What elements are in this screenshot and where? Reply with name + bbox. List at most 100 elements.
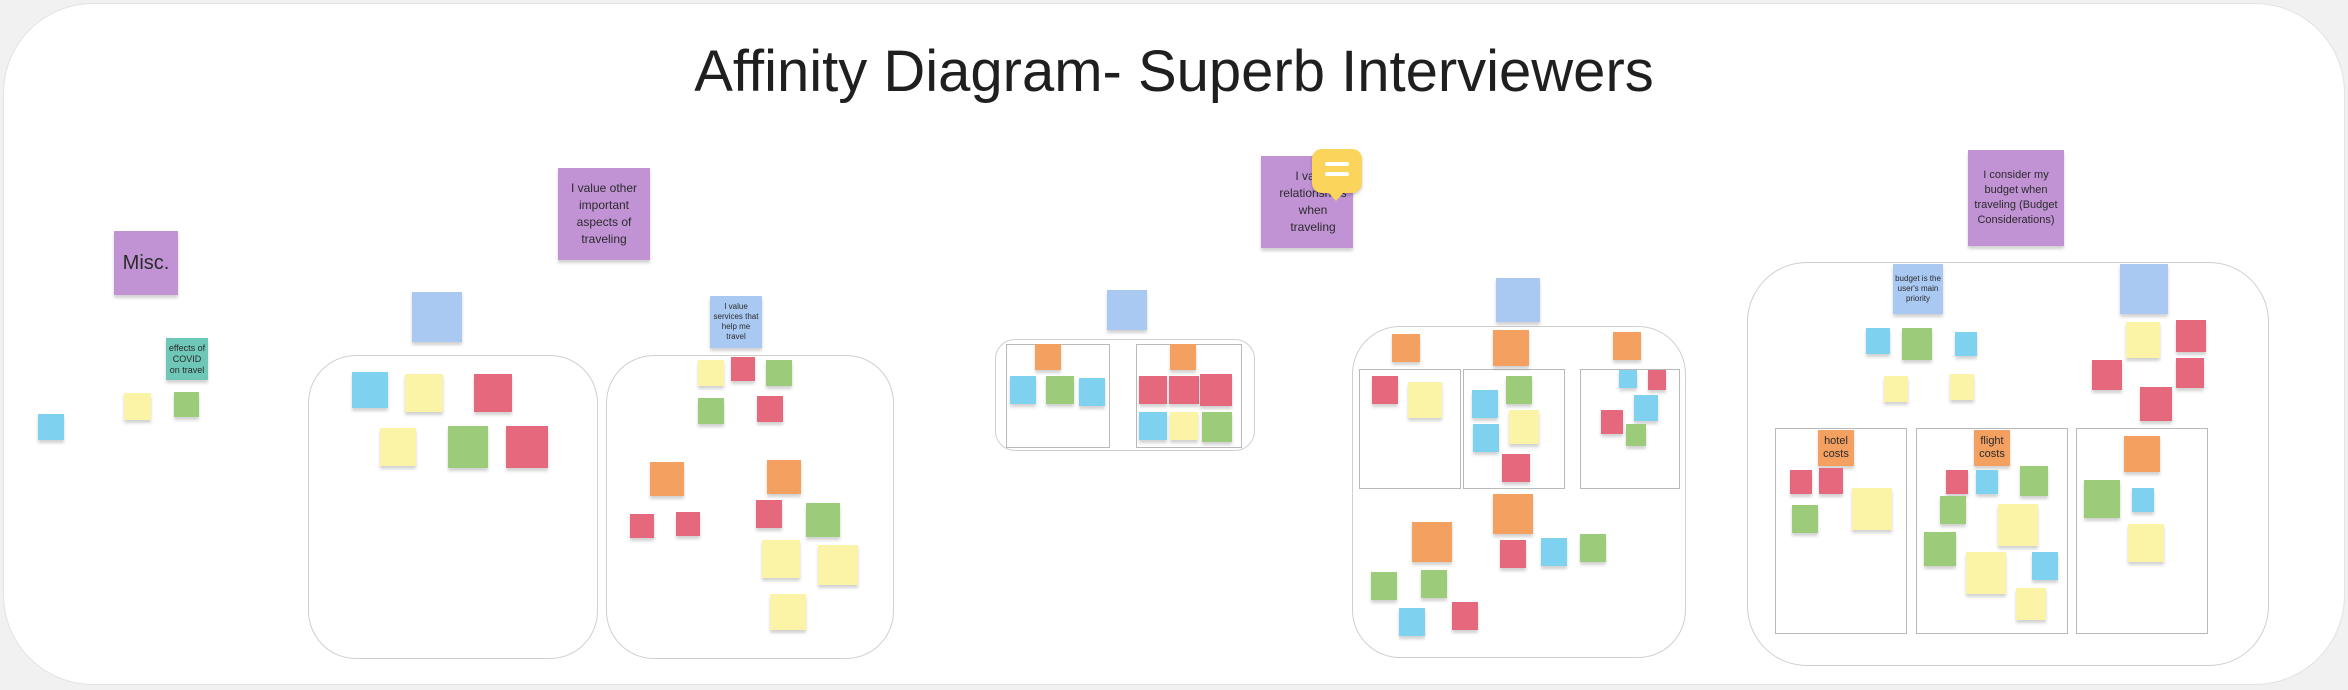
sticky-note[interactable] [1601,410,1623,434]
sticky-note[interactable] [1372,376,1398,404]
sticky-note[interactable] [174,392,199,417]
sticky-note[interactable] [1902,328,1932,360]
sticky-note[interactable] [1619,370,1637,388]
header-relationships-note[interactable]: I value relationships when traveling [1261,156,1353,248]
sticky-note[interactable] [1170,412,1198,440]
sticky-note[interactable] [630,514,654,538]
sticky-note[interactable] [1502,454,1530,482]
sticky-note[interactable] [770,594,806,630]
sticky-note[interactable] [1866,328,1890,354]
subgroup-note[interactable] [1613,332,1641,360]
sticky-note[interactable] [757,396,783,422]
sticky-note[interactable] [1976,470,1998,494]
subgroup-note[interactable] [1392,334,1420,362]
sticky-note[interactable] [1792,505,1818,533]
subgroup-note[interactable] [1170,344,1196,370]
sticky-note[interactable] [2140,387,2172,421]
sticky-note[interactable] [1509,410,1539,444]
sticky-note[interactable] [756,500,782,528]
sticky-note[interactable] [1819,468,1843,494]
sticky-note[interactable] [1626,424,1646,446]
sticky-note[interactable] [1955,332,1977,356]
sticky-note[interactable] [1580,534,1606,562]
sticky-note[interactable] [1202,412,1232,442]
sticky-note[interactable] [1046,376,1074,404]
sticky-note[interactable] [698,360,724,386]
group-budget-priority-note[interactable]: budget is the user's main priority [1893,264,1943,314]
sticky-note[interactable] [1169,376,1199,404]
subgroup-note[interactable] [650,462,684,496]
sticky-note[interactable] [2032,552,2058,580]
sticky-note[interactable] [1139,412,1167,440]
sticky-note[interactable] [766,360,792,386]
sticky-note[interactable] [1541,538,1567,566]
subgroup-note[interactable] [767,460,801,494]
sticky-note[interactable] [806,503,840,537]
sticky-note[interactable] [1950,374,1974,400]
sticky-note[interactable] [2176,320,2206,352]
sticky-note[interactable] [2126,322,2160,358]
sticky-note[interactable] [474,374,512,412]
sticky-note[interactable] [380,428,416,466]
sticky-note[interactable] [405,374,443,412]
sticky-note[interactable] [1506,376,1532,404]
sticky-note[interactable] [1852,488,1892,530]
sticky-note[interactable] [1966,552,2006,594]
sticky-note[interactable] [2128,524,2164,562]
sticky-note[interactable] [1452,602,1478,630]
sticky-note[interactable] [762,540,800,578]
sticky-note[interactable] [1946,470,1968,494]
sticky-note[interactable] [1884,376,1908,402]
sticky-note[interactable] [2020,466,2048,496]
sticky-note[interactable] [818,545,858,585]
group-flight-costs-note[interactable]: flight costs [1974,430,2010,466]
sticky-note[interactable] [1010,376,1036,404]
sticky-note[interactable] [2016,588,2046,620]
sticky-note[interactable] [124,393,151,420]
sticky-note[interactable] [1790,470,1812,494]
header-budget-note[interactable]: I consider my budget when traveling (Bud… [1968,150,2064,246]
subgroup-note[interactable] [2124,436,2160,472]
sticky-note[interactable] [1648,370,1666,390]
sticky-note[interactable] [506,426,548,468]
subgroup-note[interactable] [1493,494,1533,534]
group-header-note[interactable] [1107,290,1147,330]
header-misc-note[interactable]: Misc. [114,231,178,295]
sticky-note[interactable] [676,512,700,536]
group-header-note[interactable] [412,292,462,342]
sticky-note[interactable] [352,372,388,408]
sticky-note[interactable] [448,426,488,468]
subgroup-note[interactable] [1035,344,1061,370]
sticky-note[interactable] [2092,360,2122,390]
sticky-note[interactable] [1924,532,1956,566]
sticky-note[interactable] [1500,540,1526,568]
sticky-note[interactable] [1472,390,1498,418]
group-header-note[interactable] [1496,278,1540,322]
subgroup-note[interactable] [1412,522,1452,562]
frame-rel-e [1580,369,1680,489]
sticky-note[interactable] [1139,376,1167,404]
sticky-note[interactable] [1408,382,1442,418]
sticky-note[interactable] [1421,570,1447,598]
group-covid-note[interactable]: effects of COVID on travel [166,338,208,380]
sticky-note[interactable] [2132,488,2154,512]
comment-icon[interactable] [1312,149,1362,201]
sticky-note[interactable] [2176,358,2204,388]
subgroup-note[interactable] [1493,330,1529,366]
sticky-note[interactable] [698,398,724,424]
sticky-note[interactable] [1473,424,1499,452]
sticky-note[interactable] [1371,572,1397,600]
sticky-note[interactable] [1634,395,1658,421]
sticky-note[interactable] [1940,496,1966,524]
group-hotel-costs-note[interactable]: hotel costs [1818,430,1854,466]
header-aspects-note[interactable]: I value other important aspects of trave… [558,168,650,260]
group-services-note[interactable]: I value services that help me travel [710,296,762,348]
sticky-note[interactable] [1200,374,1232,406]
group-header-note[interactable] [2120,264,2168,314]
sticky-note[interactable] [1399,608,1425,636]
sticky-note[interactable] [731,357,755,381]
sticky-note[interactable] [2084,480,2120,518]
sticky-note[interactable] [38,414,64,440]
sticky-note[interactable] [1079,378,1105,406]
sticky-note[interactable] [1998,504,2038,546]
